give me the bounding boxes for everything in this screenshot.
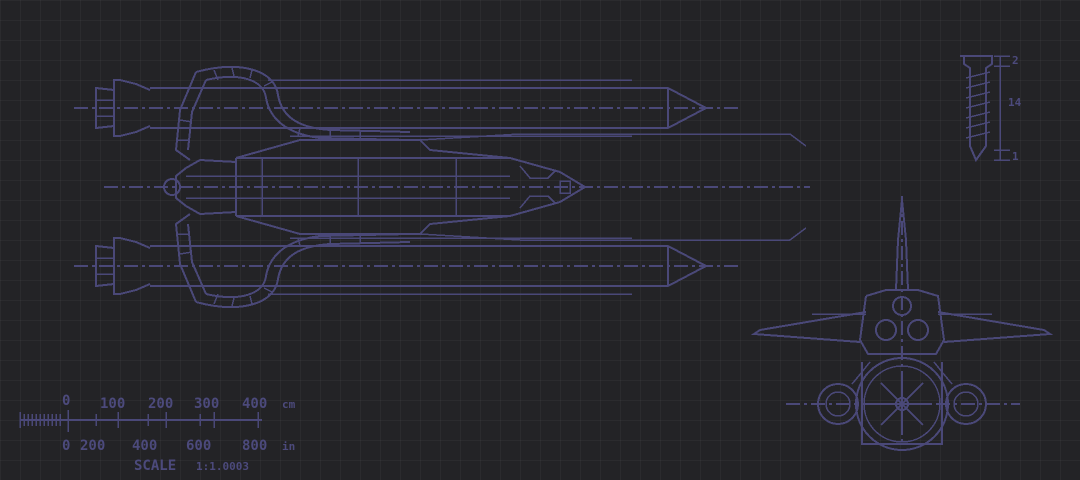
scale-bottom-0: 0 bbox=[62, 438, 70, 454]
scale-bar-ticks bbox=[19, 410, 259, 432]
upper-brace bbox=[174, 71, 197, 161]
scale-bottom-200: 200 bbox=[80, 438, 105, 454]
bolt-detail: 2 14 1 bbox=[960, 54, 1022, 163]
rear-engine-3 bbox=[892, 296, 912, 316]
scale-top-400: 400 bbox=[242, 396, 267, 412]
shuttle-stack-top-view bbox=[74, 65, 810, 309]
lower-booster bbox=[95, 237, 709, 295]
upper-strut-inner bbox=[205, 75, 411, 141]
upper-strut-outer bbox=[195, 65, 411, 133]
lower-strut-outer bbox=[195, 241, 411, 309]
scale-caption: SCALE bbox=[134, 458, 176, 474]
tail-fin bbox=[895, 199, 909, 291]
rear-booster-right bbox=[945, 383, 987, 425]
scale-top-200: 200 bbox=[148, 396, 173, 412]
lower-booster-nozzle bbox=[113, 237, 151, 295]
bolt-dim-bottom: 1 bbox=[1012, 150, 1019, 163]
wing-upper bbox=[235, 139, 511, 159]
cockpit-lower bbox=[519, 195, 557, 209]
upper-booster-nozzle bbox=[113, 79, 151, 137]
scale-top-300: 300 bbox=[194, 396, 219, 412]
scale-bottom-unit: in bbox=[282, 440, 295, 453]
bolt-dim-length: 14 bbox=[1008, 96, 1022, 109]
scale-top-unit: cm bbox=[282, 398, 296, 411]
rear-tank bbox=[855, 357, 949, 451]
scale-bottom-800: 800 bbox=[242, 438, 267, 454]
scale-top-100: 100 bbox=[100, 396, 125, 412]
upper-booster-body bbox=[150, 87, 709, 129]
booster-struts bbox=[174, 65, 411, 309]
upper-booster bbox=[95, 79, 709, 137]
scale-top-0: 0 bbox=[62, 393, 70, 409]
scale-bottom-400: 400 bbox=[132, 438, 157, 454]
lower-booster-body bbox=[150, 245, 709, 287]
lower-strut-inner bbox=[205, 233, 411, 299]
rear-tank-spokes bbox=[872, 374, 932, 434]
rear-booster-left bbox=[817, 383, 859, 425]
bolt-dim-top: 2 bbox=[1012, 54, 1019, 67]
rear-engine-1 bbox=[875, 319, 897, 341]
orbiter-body bbox=[163, 133, 807, 241]
scale-bottom-600: 600 bbox=[186, 438, 211, 454]
scale-ratio: 1:1.0003 bbox=[196, 460, 249, 473]
wing-lower bbox=[235, 215, 511, 235]
bolt-outline bbox=[960, 55, 993, 163]
cockpit-upper bbox=[519, 165, 557, 179]
right-wing bbox=[937, 311, 1053, 343]
rear-engine-2 bbox=[907, 319, 929, 341]
shuttle-rear-view bbox=[751, 196, 1053, 451]
rear-fuselage bbox=[858, 289, 946, 355]
lower-brace bbox=[174, 213, 197, 303]
left-wing bbox=[751, 311, 867, 343]
scale-bar: 0 100 200 300 400 cm 0 200 400 600 800 i… bbox=[19, 393, 296, 474]
orbiter-engines bbox=[175, 158, 237, 216]
